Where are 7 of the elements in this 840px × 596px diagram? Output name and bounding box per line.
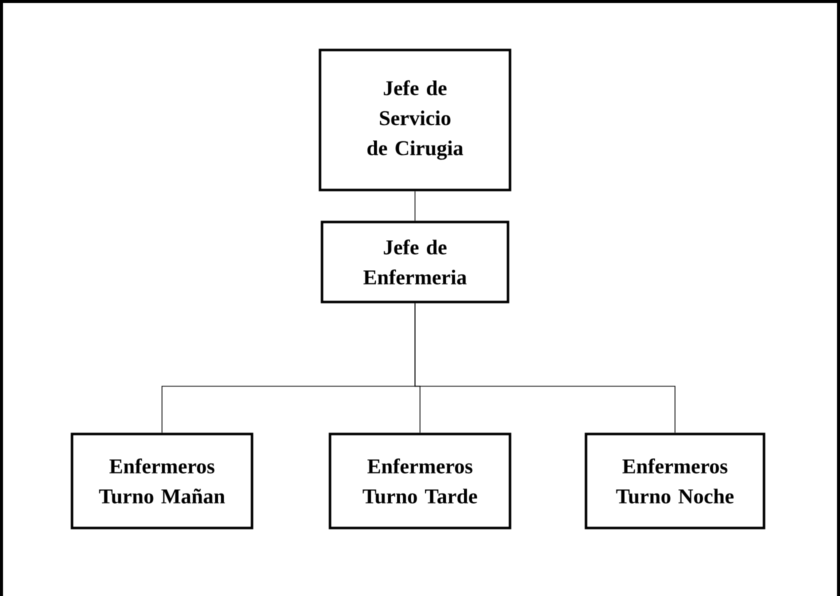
org-box: Jefe de Enfermeria bbox=[320, 220, 510, 304]
org-box: Enfermeros Turno Mañan bbox=[70, 432, 254, 530]
connector-line bbox=[414, 302, 676, 434]
connector-line bbox=[414, 190, 416, 222]
org-box: Jefe de Servicio de Cirugia bbox=[318, 48, 512, 192]
org-box: Enfermeros Turno Noche bbox=[584, 432, 766, 530]
org-box: Enfermeros Turno Tarde bbox=[328, 432, 512, 530]
